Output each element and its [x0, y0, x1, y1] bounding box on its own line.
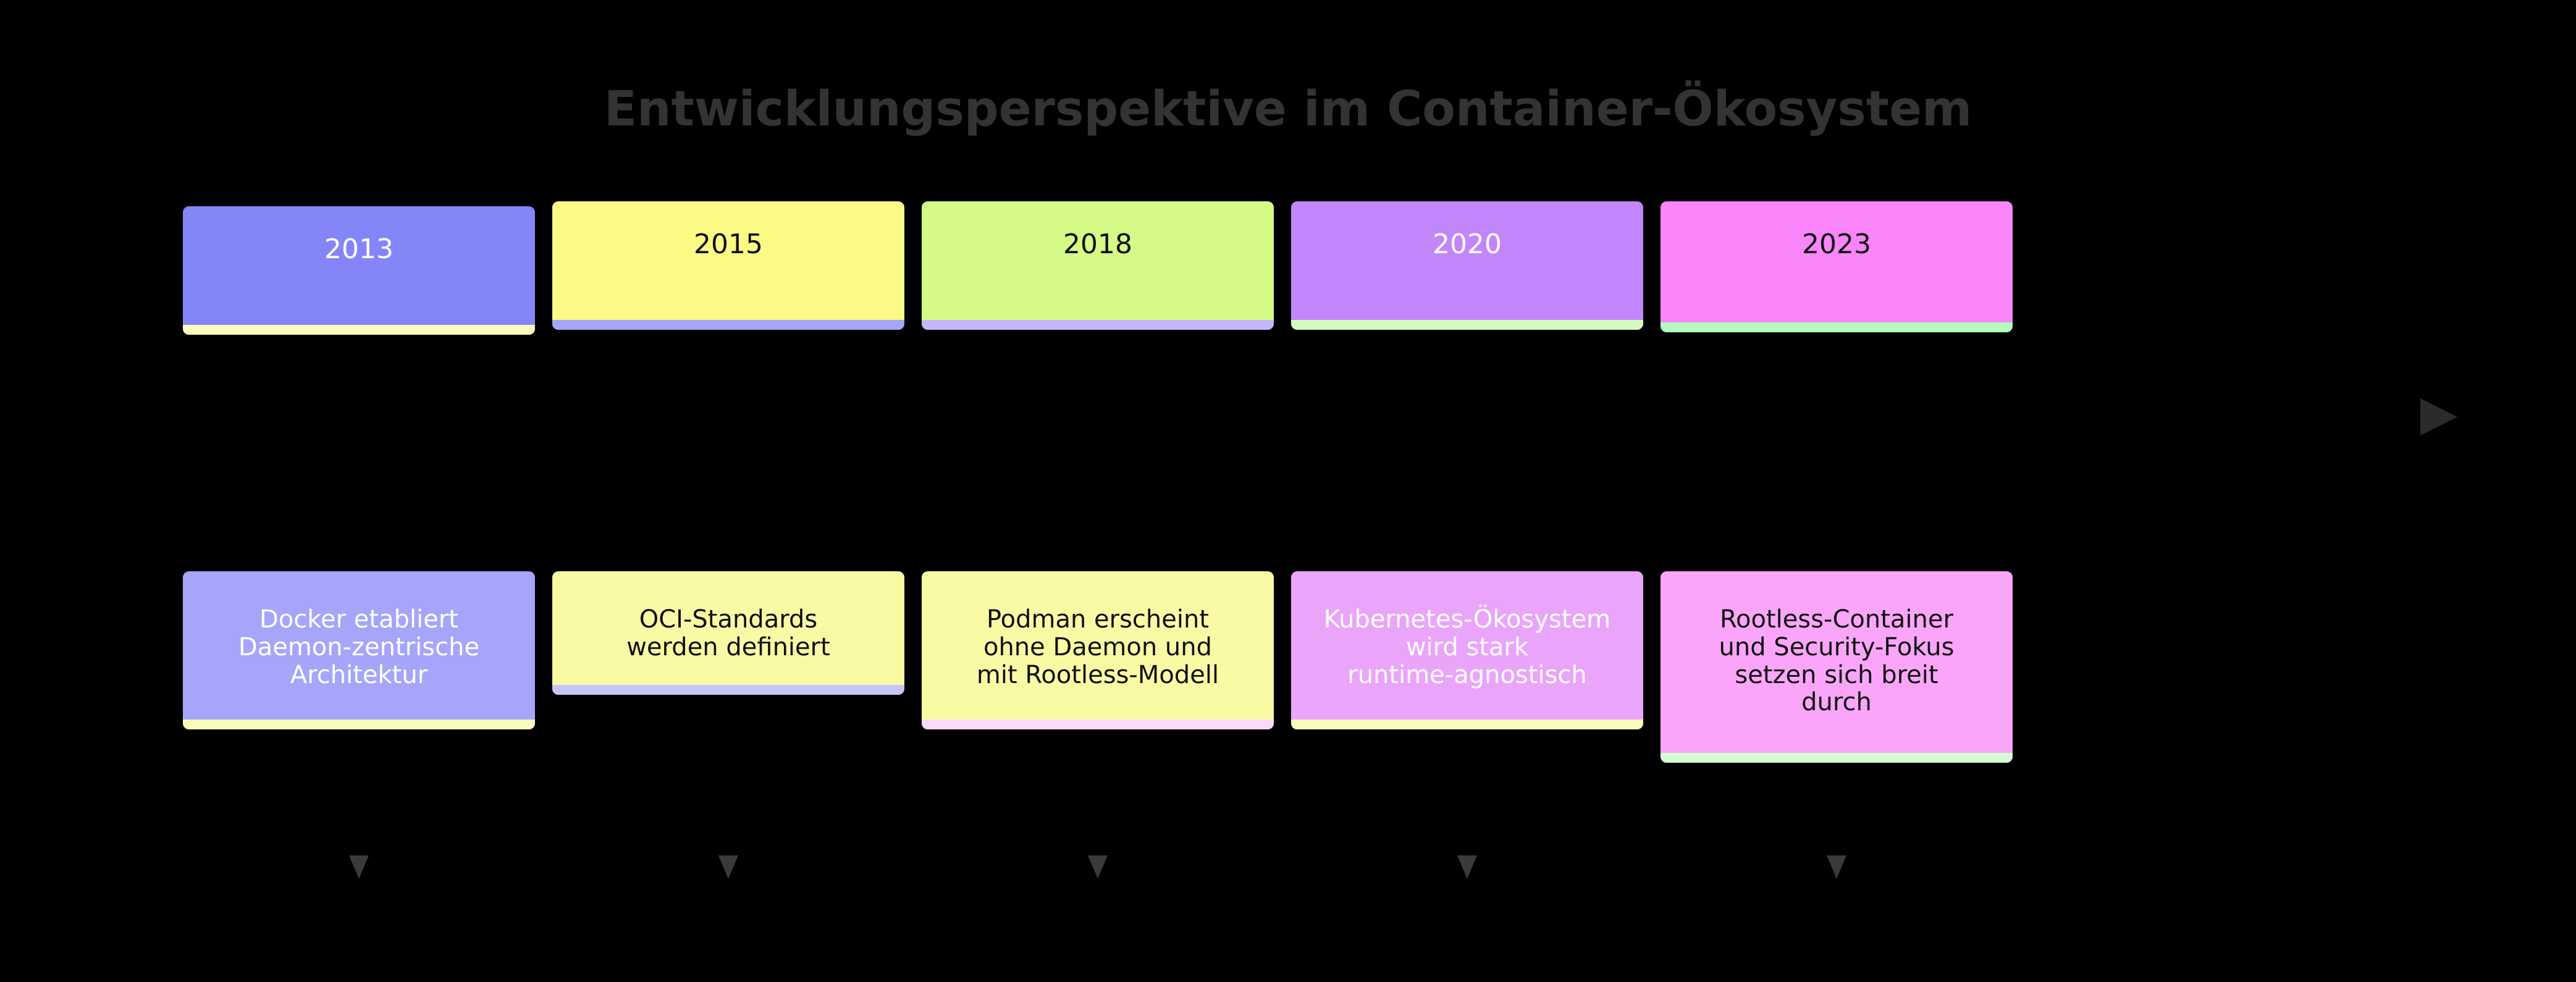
accent-strip — [1291, 320, 1643, 330]
event-text: Docker etabliert Daemon-zentrische Archi… — [238, 605, 480, 689]
page-title: Entwicklungsperspektive im Container-Öko… — [604, 82, 1972, 137]
event-text: Kubernetes-Ökosystem wird stark runtime-… — [1323, 605, 1611, 689]
year-label: 2018 — [1063, 229, 1132, 260]
event-text: OCI-Standards werden definiert — [626, 605, 830, 661]
event-card-2018[interactable]: Podman erscheint ohne Daemon und mit Roo… — [922, 571, 1274, 729]
accent-strip — [552, 320, 904, 330]
accent-strip — [922, 320, 1274, 330]
year-label: 2020 — [1433, 229, 1502, 260]
triangle-down-icon-2018 — [1088, 855, 1108, 879]
event-text: Podman erscheint ohne Daemon und mit Roo… — [976, 605, 1219, 689]
year-card-2020[interactable]: 2020 — [1291, 201, 1643, 330]
year-card-2013[interactable]: 2013 — [183, 206, 535, 335]
right-arrow-icon — [2420, 398, 2457, 435]
event-card-2020[interactable]: Kubernetes-Ökosystem wird stark runtime-… — [1291, 571, 1643, 729]
triangle-down-icon-2015 — [718, 855, 738, 879]
accent-strip — [1661, 322, 2013, 332]
triangle-down-icon-2023 — [1827, 855, 1846, 879]
year-label: 2015 — [694, 229, 763, 260]
year-card-2018[interactable]: 2018 — [922, 201, 1274, 330]
year-card-2015[interactable]: 2015 — [552, 201, 904, 330]
event-text: Rootless-Container und Security-Fokus se… — [1719, 605, 1955, 717]
event-card-2015[interactable]: OCI-Standards werden definiert — [552, 571, 904, 695]
triangle-down-icon-2013 — [349, 855, 369, 879]
accent-strip — [1661, 753, 2013, 763]
accent-strip — [183, 325, 535, 335]
accent-strip — [183, 720, 535, 729]
triangle-down-icon-2020 — [1457, 855, 1477, 879]
year-card-2023[interactable]: 2023 — [1661, 201, 2013, 332]
event-card-2023[interactable]: Rootless-Container und Security-Fokus se… — [1661, 571, 2013, 763]
accent-strip — [552, 685, 904, 695]
accent-strip — [922, 720, 1274, 729]
year-label: 2023 — [1802, 229, 1871, 260]
year-label: 2013 — [324, 233, 394, 265]
event-card-2013[interactable]: Docker etabliert Daemon-zentrische Archi… — [183, 571, 535, 729]
accent-strip — [1291, 720, 1643, 729]
